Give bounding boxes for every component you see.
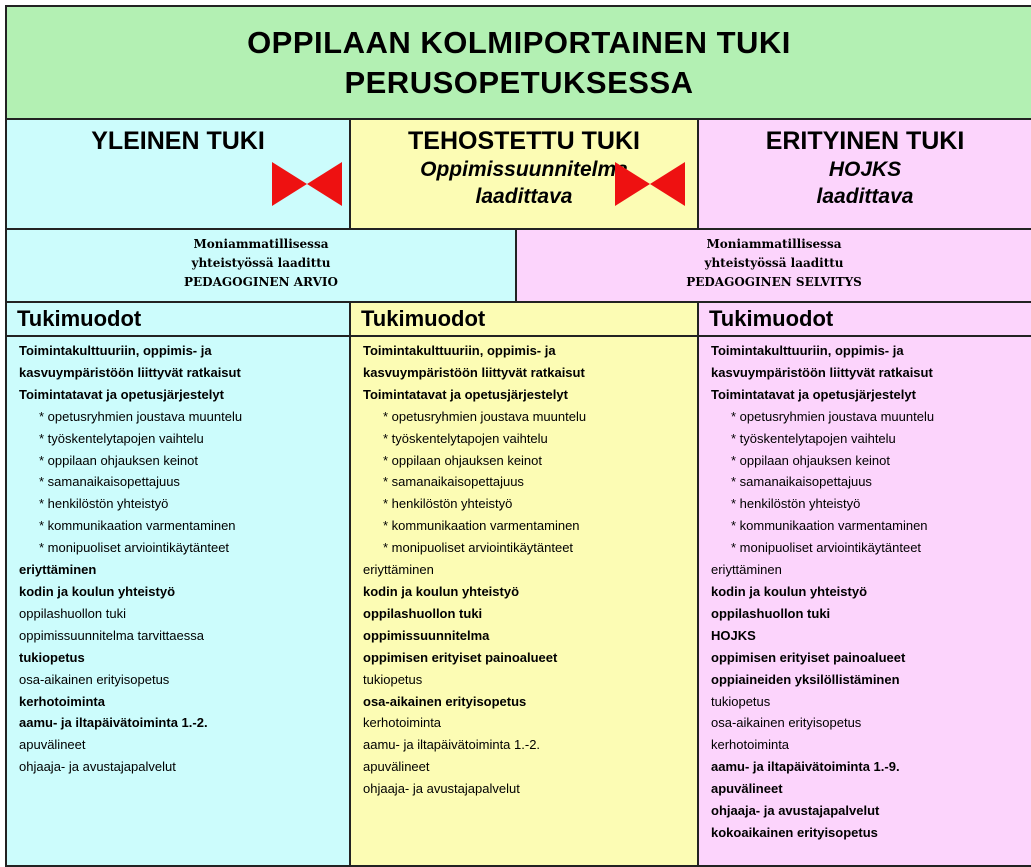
support-form-item: kasvuympäristöön liittyvät ratkaisut (19, 364, 241, 380)
support-form-item: kerhotoiminta (19, 693, 105, 709)
support-form-item: Toimintatavat ja opetusjärjestelyt (19, 386, 224, 402)
support-form-item: * työskentelytapojen vaihtelu (39, 430, 204, 446)
support-form-item: * henkilöstön yhteistyö (731, 496, 861, 512)
column-heading: Tukimuodot (699, 303, 1031, 337)
support-form-item: aamu- ja iltapäivätoiminta 1.-2. (19, 715, 208, 731)
support-form-item: oppimisen erityiset painoalueet (711, 649, 906, 665)
support-form-item: * samanaikaisopettajuus (39, 474, 180, 490)
pedagogical-assessment-box: Moniammatillisessa yhteistyössä laadittu… (5, 230, 517, 303)
level-general-heading: YLEINEN TUKI (91, 127, 265, 155)
support-form-item: oppilashuollon tuki (363, 605, 483, 621)
support-form-item: * samanaikaisopettajuus (383, 474, 524, 490)
support-form-item: eriyttäminen (363, 562, 434, 578)
level-special-subtitle-2: laadittava (816, 185, 914, 208)
support-form-item: * opetusryhmien joustava muuntelu (731, 408, 935, 424)
support-forms-list: Toimintakulttuuriin, oppimis- ja kasvuymp… (7, 340, 349, 778)
support-form-item: Toimintatavat ja opetusjärjestelyt (711, 386, 916, 402)
support-form-item: Toimintakulttuuriin, oppimis- ja (711, 343, 904, 358)
level-special-subtitle-1: HOJKS (828, 158, 902, 181)
support-form-item: * kommunikaation varmentaminen (731, 518, 928, 534)
support-form-item: ohjaaja- ja avustajapalvelut (19, 759, 176, 775)
assessment-title: PEDAGOGINEN SELVITYS (686, 275, 862, 289)
support-form-item: oppimissuunnitelma tarvittaessa (19, 627, 204, 643)
support-form-item: kasvuympäristöön liittyvät ratkaisut (363, 364, 585, 380)
title-banner: OPPILAAN KOLMIPORTAINEN TUKI PERUSOPETUK… (5, 5, 1031, 120)
support-form-item: tukiopetus (363, 671, 423, 687)
support-form-item: * monipuoliset arviointikäytänteet (39, 540, 230, 556)
support-form-item: * henkilöstön yhteistyö (383, 496, 513, 512)
level-intensified-subtitle-1: Oppimissuunnitelma (420, 158, 628, 181)
support-form-item: * oppilaan ohjauksen keinot (731, 452, 891, 468)
support-form-item: * kommunikaation varmentaminen (39, 518, 236, 534)
support-form-item: kerhotoiminta (711, 737, 790, 753)
support-forms-list: Toimintakulttuuriin, oppimis- ja kasvuymp… (699, 340, 1031, 844)
support-form-item: Toimintakulttuuriin, oppimis- ja (363, 343, 556, 358)
support-form-item: * monipuoliset arviointikäytänteet (731, 540, 922, 556)
level-intensified-heading: TEHOSTETTU TUKI (408, 127, 640, 155)
support-form-item: kodin ja koulun yhteistyö (711, 583, 868, 599)
support-form-item: oppiaineiden yksilöllistäminen (711, 671, 900, 687)
support-forms-column-special: Tukimuodot Toimintakulttuuriin, oppimis-… (699, 303, 1031, 867)
level-general-support: YLEINEN TUKI (5, 120, 351, 230)
transition-arrow-icon (272, 162, 342, 206)
support-form-item: apuvälineet (19, 737, 86, 753)
support-form-item: * opetusryhmien joustava muuntelu (383, 408, 587, 424)
support-form-item: aamu- ja iltapäivätoiminta 1.-2. (363, 737, 541, 753)
support-form-item: ohjaaja- ja avustajapalvelut (363, 781, 520, 797)
support-form-item: HOJKS (711, 627, 756, 643)
support-form-item: eriyttäminen (711, 562, 782, 578)
title-line-2: PERUSOPETUKSESSA (344, 64, 694, 100)
transition-arrow-icon (615, 162, 685, 206)
support-forms-list: Toimintakulttuuriin, oppimis- ja kasvuymp… (351, 340, 697, 800)
support-form-item: tukiopetus (19, 649, 85, 665)
support-form-item: kerhotoiminta (363, 715, 442, 731)
support-form-item: * samanaikaisopettajuus (731, 474, 872, 490)
support-form-item: osa-aikainen erityisopetus (363, 693, 527, 709)
pedagogical-report-box: Moniammatillisessa yhteistyössä laadittu… (517, 230, 1031, 303)
level-special-support: ERITYINEN TUKI HOJKS laadittava (699, 120, 1031, 230)
support-form-item: Toimintakulttuuriin, oppimis- ja (19, 343, 212, 358)
support-form-item: tukiopetus (711, 693, 771, 709)
assessment-line: yhteistyössä laadittu (191, 256, 331, 270)
support-form-item: * henkilöstön yhteistyö (39, 496, 169, 512)
level-intensified-subtitle-2: laadittava (475, 185, 573, 208)
support-form-item: eriyttäminen (19, 562, 97, 578)
support-form-item: kasvuympäristöön liittyvät ratkaisut (711, 364, 933, 380)
support-form-item: osa-aikainen erityisopetus (19, 671, 170, 687)
support-form-item: oppimissuunnitelma (363, 627, 490, 643)
support-form-item: * monipuoliset arviointikäytänteet (383, 540, 574, 556)
title-line-1: OPPILAAN KOLMIPORTAINEN TUKI (247, 24, 791, 60)
support-form-item: osa-aikainen erityisopetus (711, 715, 862, 731)
level-special-heading: ERITYINEN TUKI (765, 127, 965, 155)
support-form-item: * opetusryhmien joustava muuntelu (39, 408, 243, 424)
support-forms-column-general: Tukimuodot Toimintakulttuuriin, oppimis-… (5, 303, 351, 867)
assessment-line: yhteistyössä laadittu (704, 256, 844, 270)
assessment-line: Moniammatillisessa (193, 237, 329, 251)
support-form-item: oppimisen erityiset painoalueet (363, 649, 558, 665)
support-form-item: apuvälineet (711, 781, 783, 797)
support-form-item: oppilashuollon tuki (711, 605, 831, 621)
support-form-item: * oppilaan ohjauksen keinot (383, 452, 543, 468)
assessment-line: Moniammatillisessa (706, 237, 842, 251)
level-intensified-support: TEHOSTETTU TUKI Oppimissuunnitelma laadi… (351, 120, 699, 230)
support-form-item: Toimintatavat ja opetusjärjestelyt (363, 386, 568, 402)
support-form-item: oppilashuollon tuki (19, 605, 126, 621)
support-form-item: apuvälineet (363, 759, 430, 775)
support-form-item: kokoaikainen erityisopetus (711, 824, 878, 840)
support-form-item: kodin ja koulun yhteistyö (363, 583, 520, 599)
support-form-item: * kommunikaation varmentaminen (383, 518, 580, 534)
assessment-title: PEDAGOGINEN ARVIO (184, 275, 338, 289)
support-form-item: kodin ja koulun yhteistyö (19, 583, 176, 599)
support-form-item: aamu- ja iltapäivätoiminta 1.-9. (711, 759, 900, 775)
column-heading: Tukimuodot (7, 303, 349, 337)
support-forms-column-intensified: Tukimuodot Toimintakulttuuriin, oppimis-… (351, 303, 699, 867)
support-form-item: * työskentelytapojen vaihtelu (383, 430, 548, 446)
support-form-item: * työskentelytapojen vaihtelu (731, 430, 896, 446)
support-form-item: ohjaaja- ja avustajapalvelut (711, 803, 880, 819)
support-form-item: * oppilaan ohjauksen keinot (39, 452, 199, 468)
column-heading: Tukimuodot (351, 303, 697, 337)
